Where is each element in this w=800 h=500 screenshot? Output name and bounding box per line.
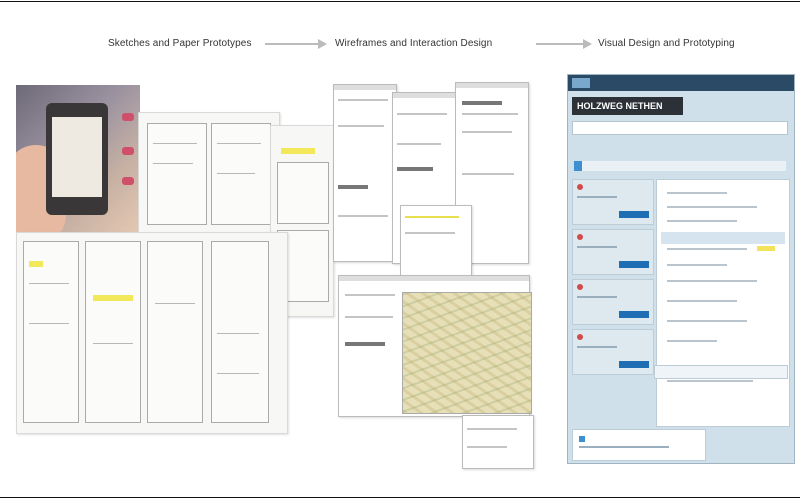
list-item[interactable]: [572, 229, 654, 275]
stage-label-visual-design: Visual Design and Prototyping: [598, 38, 735, 49]
arrow-right-icon: [265, 39, 327, 49]
wireframe-screen: [462, 415, 534, 469]
app-top-bar: [568, 75, 794, 91]
sketch-sheet: [16, 232, 288, 434]
list-item[interactable]: [572, 279, 654, 325]
bottom-border: [0, 497, 800, 498]
sketch-sheet: [138, 112, 280, 236]
wireframe-screen: [333, 84, 397, 262]
wireframe-screen: [400, 205, 472, 277]
search-input[interactable]: [572, 121, 788, 135]
app-left-list: [572, 179, 654, 419]
progress-bar: [574, 161, 786, 171]
comment-input[interactable]: [654, 365, 788, 379]
top-border: [0, 1, 800, 2]
arrow-right-icon: [536, 39, 592, 49]
map-wireframe: [402, 292, 532, 414]
list-item[interactable]: [572, 329, 654, 375]
visual-design-screen: HOLZWEG NETHEN: [567, 74, 795, 464]
progress-fill: [574, 161, 583, 171]
app-title: HOLZWEG NETHEN: [572, 97, 683, 115]
app-detail-panel: [656, 179, 790, 427]
list-item[interactable]: [572, 179, 654, 225]
wireframe-screen: [455, 82, 529, 264]
stage-label-sketches: Sketches and Paper Prototypes: [108, 38, 252, 49]
stage-label-wireframes: Wireframes and Interaction Design: [335, 38, 493, 49]
app-footer-panel: [572, 429, 706, 461]
logo-icon: [572, 78, 590, 88]
paper-prototype-photo: [16, 85, 140, 235]
